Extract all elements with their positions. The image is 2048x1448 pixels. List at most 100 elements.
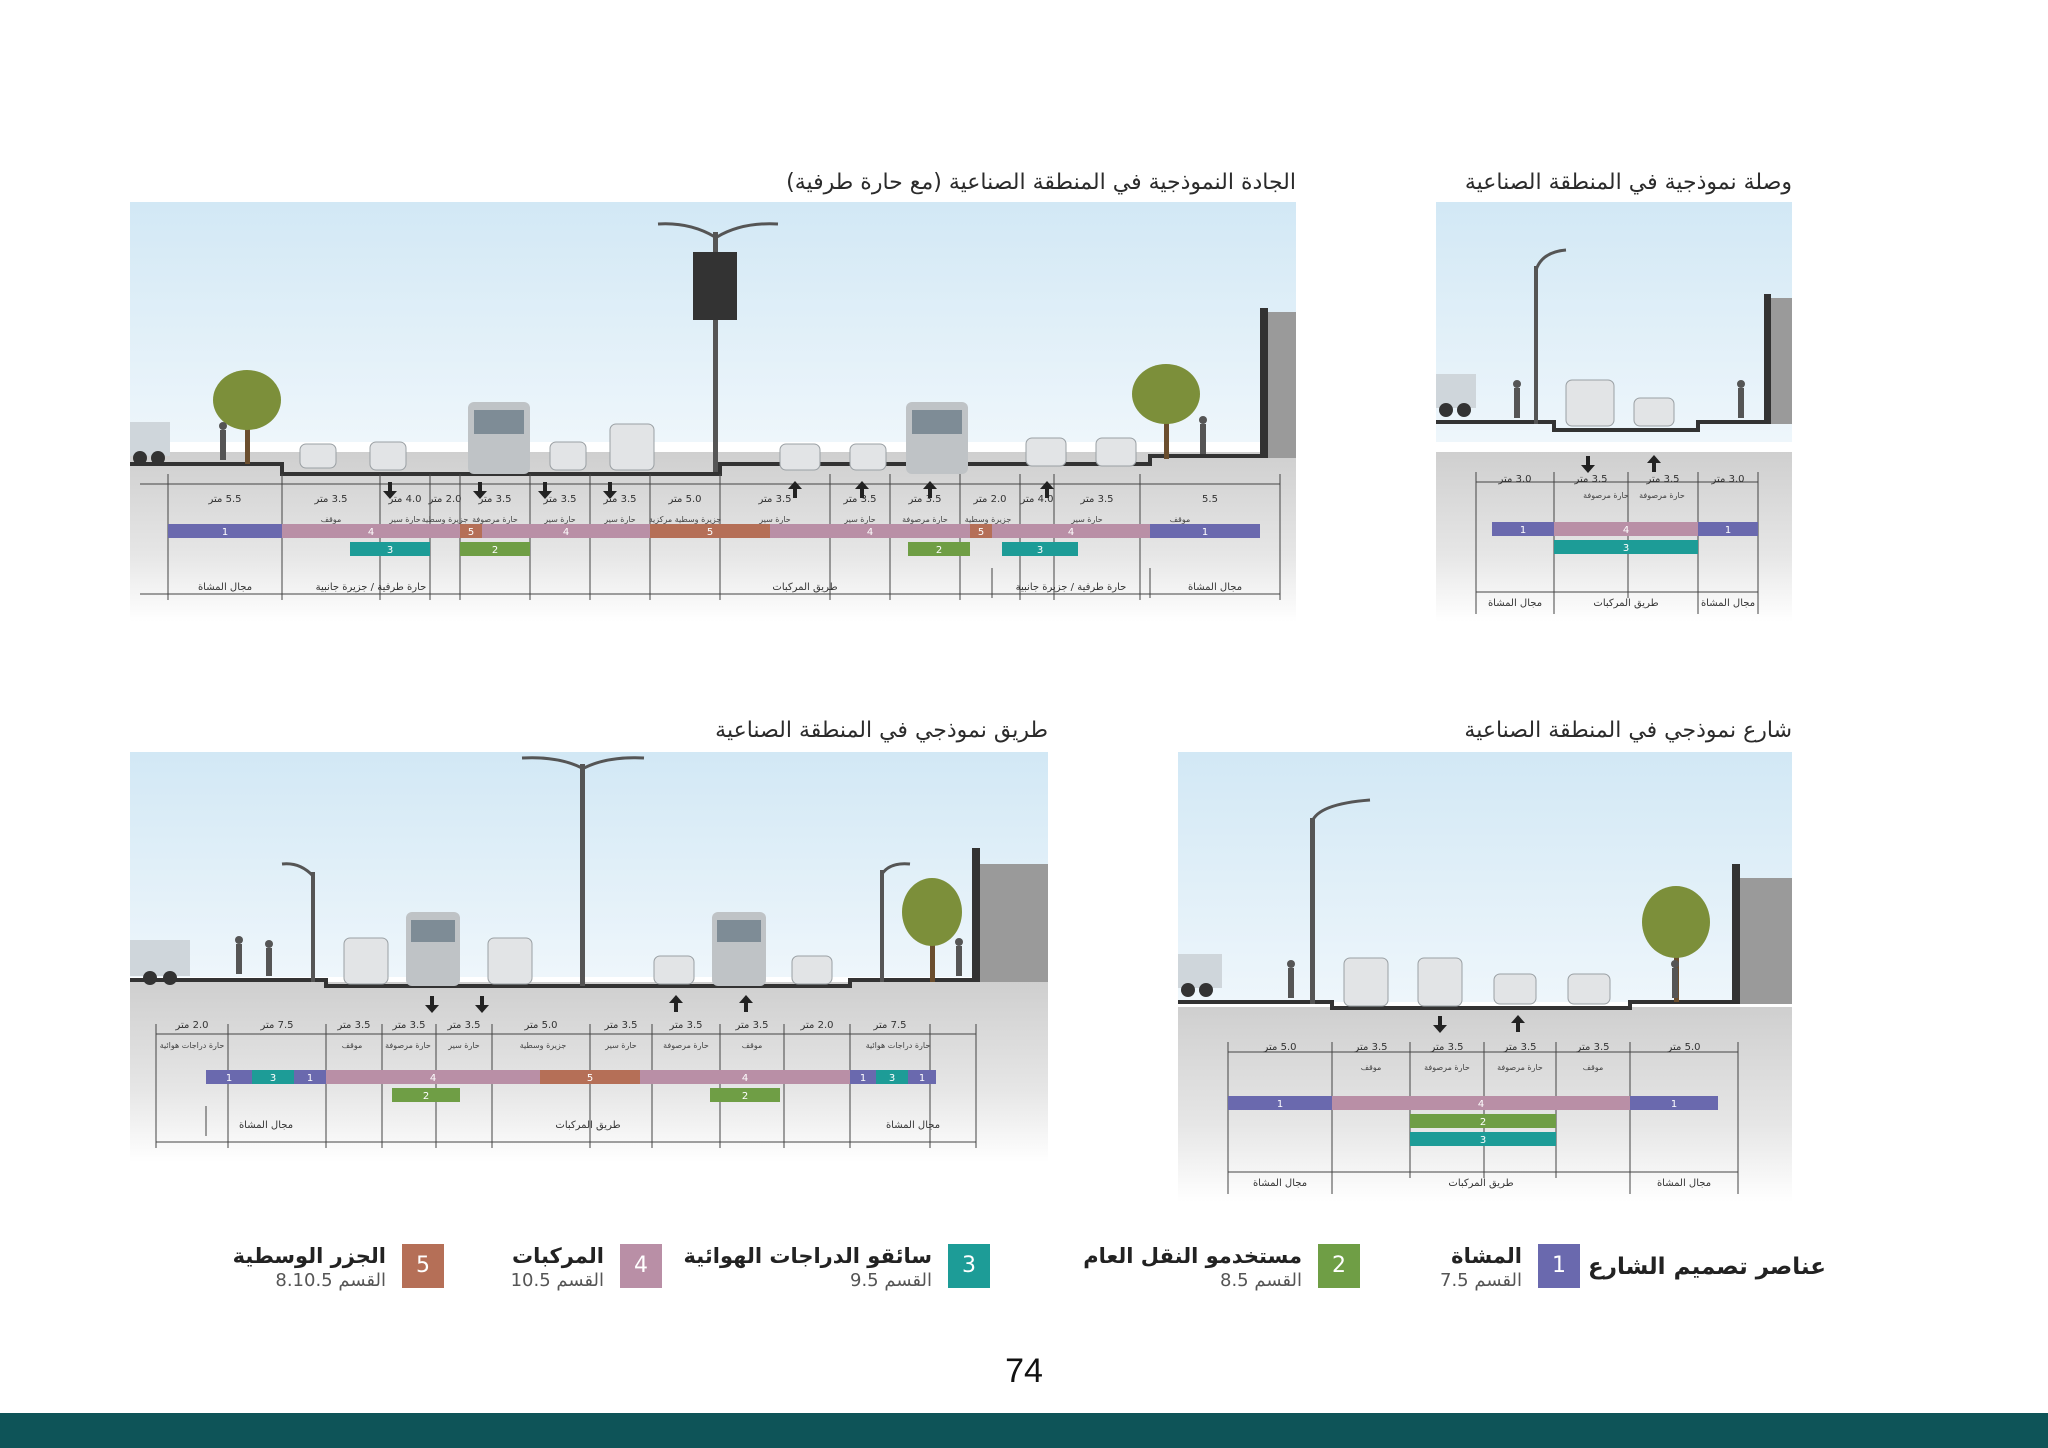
arrow-up-icon: [1040, 481, 1054, 498]
pedestrian-icon: [1200, 424, 1206, 454]
element-bar: [970, 524, 992, 538]
lane-label: حارة سير: [603, 515, 636, 524]
dimension-label: 3.5 متر: [1574, 474, 1608, 485]
lane-label: حارة دراجات هوائية: [160, 1041, 225, 1050]
legend-section-4: القسم 10.5: [510, 1270, 604, 1291]
zone-label: مجال المشاة: [1657, 1178, 1711, 1189]
lane-label: حارة مرصوفة: [1583, 491, 1629, 500]
element-bar-number: 4: [368, 527, 374, 538]
panel-title-link: وصلة نموذجية في المنطقة الصناعية: [1464, 170, 1792, 195]
dimension-label: 3.5 متر: [1503, 1042, 1537, 1053]
dimension-label: 3.5 متر: [314, 494, 348, 505]
element-bar-number: 5: [468, 527, 474, 538]
dimension-label: 3.5 متر: [1354, 1042, 1388, 1053]
dimension-label: 2.0 متر: [973, 494, 1007, 505]
panel-title-road: طريق نموذجي في المنطقة الصناعية: [715, 718, 1048, 743]
element-bar: [876, 1070, 908, 1084]
lane-label: حارة سير: [758, 515, 791, 524]
panel-road: طريق نموذجي في المنطقة الصناعية: [130, 718, 1048, 1162]
arrow-down-icon: [475, 996, 489, 1013]
lane-label: حارة مرصوفة: [472, 515, 518, 524]
element-bar-number: 1: [860, 1073, 866, 1084]
legend-section-3: القسم 9.5: [850, 1270, 932, 1291]
element-bar-number: 3: [270, 1073, 276, 1084]
car-icon: [1095, 437, 1137, 467]
lane-label: حارة سير: [843, 515, 876, 524]
car-icon: [791, 955, 833, 985]
element-bar: [710, 1088, 780, 1102]
element-bar: [908, 1070, 936, 1084]
zone-label: مجال المشاة: [198, 582, 252, 593]
zone-label: طريق المركبات: [555, 1120, 620, 1131]
car-icon: [779, 443, 821, 471]
car-icon: [1633, 397, 1675, 427]
zone-label: طريق المركبات: [1448, 1178, 1513, 1189]
element-bar-number: 2: [423, 1091, 429, 1102]
pedestrian-icon: [1514, 388, 1520, 418]
element-bar: [650, 524, 770, 538]
dimension-label: 3.5 متر: [337, 1020, 371, 1031]
car-icon: [369, 441, 407, 471]
element-bar-number: 5: [587, 1073, 593, 1084]
legend-number-2: 2: [1318, 1244, 1360, 1288]
zone-label: مجال المشاة: [1253, 1178, 1307, 1189]
legend-number-5: 5: [402, 1244, 444, 1288]
lane-label: حارة سير: [543, 515, 576, 524]
lane-label: موقف: [742, 1041, 763, 1050]
dimension-label: 5.0 متر: [668, 494, 702, 505]
lane-label: حارة مرصوفة: [385, 1041, 431, 1050]
arrow-down-icon: [603, 482, 617, 499]
element-bar: [1630, 1096, 1718, 1110]
arrow-down-icon: [473, 482, 487, 499]
dimension-label: 3.5 متر: [1576, 1042, 1610, 1053]
footer-bar: [0, 1413, 2048, 1448]
element-bar-number: 4: [563, 527, 569, 538]
element-bar-number: 4: [742, 1073, 748, 1084]
element-bar-number: 2: [936, 545, 942, 556]
element-bar: [326, 1070, 540, 1084]
lane-label: حارة دراجات هوائية: [866, 1041, 931, 1050]
panel-title-boulevard: الجادة النموذجية في المنطقة الصناعية (مع…: [786, 170, 1296, 195]
dimension-label: 2.0 متر: [428, 494, 462, 505]
legend-name-1: المشاة: [1451, 1244, 1522, 1268]
car-icon: [609, 423, 655, 471]
legend-name-2: مستخدمو النقل العام: [1083, 1244, 1302, 1268]
zone-label: مجال المشاة: [1488, 598, 1542, 609]
pedestrian-icon: [1672, 968, 1678, 998]
car-icon: [1567, 973, 1611, 1005]
dimension-label: 5.0 متر: [524, 1020, 558, 1031]
lane-label: موقف: [342, 1041, 363, 1050]
car-icon: [1417, 957, 1463, 1007]
dimension-label: 4.0 متر: [388, 494, 422, 505]
element-bar-number: 4: [1478, 1099, 1484, 1110]
element-bar: [1492, 522, 1554, 536]
arrow-up-icon: [1511, 1015, 1525, 1032]
dimension-label: 3.5 متر: [1430, 1042, 1464, 1053]
lane-label: حارة سير: [388, 515, 421, 524]
arrow-up-icon: [923, 481, 937, 498]
element-bar-number: 2: [1480, 1117, 1486, 1128]
legend: عناصر تصميم الشارع 1 المشاة القسم 7.5 2 …: [0, 1230, 2048, 1300]
element-bar: [460, 542, 530, 556]
dimension-label: 3.5 متر: [447, 1020, 481, 1031]
legend-item-vehicles: 4 المركبات القسم 10.5: [500, 1244, 662, 1294]
dimension-label: 2.0 متر: [800, 1020, 834, 1031]
arrow-down-icon: [1433, 1016, 1447, 1033]
legend-number-4: 4: [620, 1244, 662, 1288]
element-bar-number: 4: [1068, 527, 1074, 538]
pedestrian-icon: [1738, 388, 1744, 418]
zone-label: مجال المشاة: [239, 1120, 293, 1131]
element-bar-number: 4: [867, 527, 873, 538]
element-bar: [168, 524, 282, 538]
arrow-up-icon: [1647, 455, 1661, 472]
element-bar: [1228, 1096, 1332, 1110]
zone-label: مجال المشاة: [886, 1120, 940, 1131]
dimension-label: 5.5 متر: [208, 494, 242, 505]
legend-section-2: القسم 8.5: [1220, 1270, 1302, 1291]
element-bar-number: 3: [889, 1073, 895, 1084]
legend-item-pedestrians: 1 المشاة القسم 7.5: [1430, 1244, 1580, 1294]
zone-label: حارة طرفية / جزيرة جانبية: [316, 582, 427, 593]
element-bar: [1554, 540, 1698, 554]
